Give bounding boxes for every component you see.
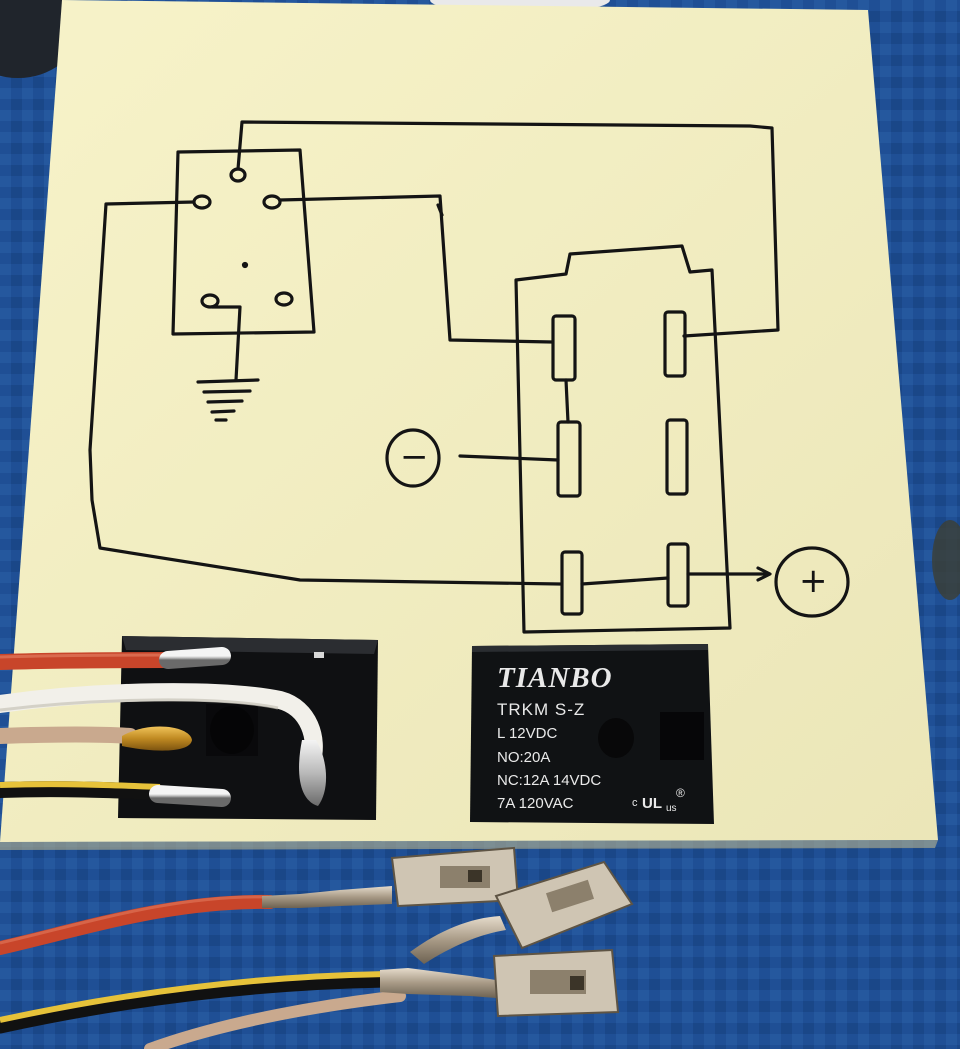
wire-ground [210, 305, 242, 382]
negative-symbol: − [400, 437, 429, 477]
switch-outline [171, 148, 316, 336]
loose-wires [0, 894, 406, 1049]
wire-top-loop [236, 120, 780, 338]
relay-pin [665, 418, 689, 496]
tan-wire [0, 726, 192, 751]
white-wire [0, 683, 327, 806]
schematic-drawing [88, 120, 850, 634]
sticky-note-shadow [0, 840, 938, 850]
spade-connector [410, 860, 634, 964]
relay-pin [551, 314, 577, 382]
ul-us: us [666, 803, 677, 814]
relay-coil-rating: L 12VDC [497, 725, 558, 742]
wire-pin-link [564, 378, 570, 424]
switch-center-dot [241, 261, 249, 269]
tianbo-relay [470, 644, 714, 824]
wire-pin-bridge [580, 576, 670, 586]
sticky-note [0, 0, 938, 842]
relay-outline [514, 244, 732, 634]
wire-negative [458, 454, 560, 462]
ul-c-mark: c [632, 797, 638, 809]
arrow-head [756, 566, 772, 582]
wire-tick [436, 203, 444, 217]
relay-brand: TIANBO [497, 662, 613, 694]
relay-no-rating: NO:20A [497, 749, 551, 766]
switch-contact [274, 291, 294, 307]
positive-symbol: + [799, 561, 828, 601]
relay-ac-rating: 7A 120VAC [497, 795, 574, 812]
ground-symbol-icon [196, 378, 260, 422]
registered-mark: ® [676, 786, 685, 800]
wire-left-loop [88, 200, 562, 586]
yellow-black-wire [0, 781, 231, 807]
red-wire [0, 647, 231, 670]
positive-terminal-icon [774, 546, 850, 618]
ul-certification-icon: c UL us ® [632, 786, 688, 818]
spade-connector [380, 948, 620, 1018]
relay-nc-rating: NC:12A 14VDC [497, 772, 602, 789]
switch-contact [262, 194, 282, 210]
negative-terminal-icon [385, 428, 441, 488]
relay-pin [663, 310, 687, 378]
switch-contact [200, 293, 220, 309]
relay-model: TRKM S-Z [497, 700, 586, 719]
spade-connector [262, 846, 520, 908]
wire-switch-to-relay [278, 194, 554, 344]
ul-text: UL [642, 795, 662, 812]
debris-right [932, 520, 960, 600]
